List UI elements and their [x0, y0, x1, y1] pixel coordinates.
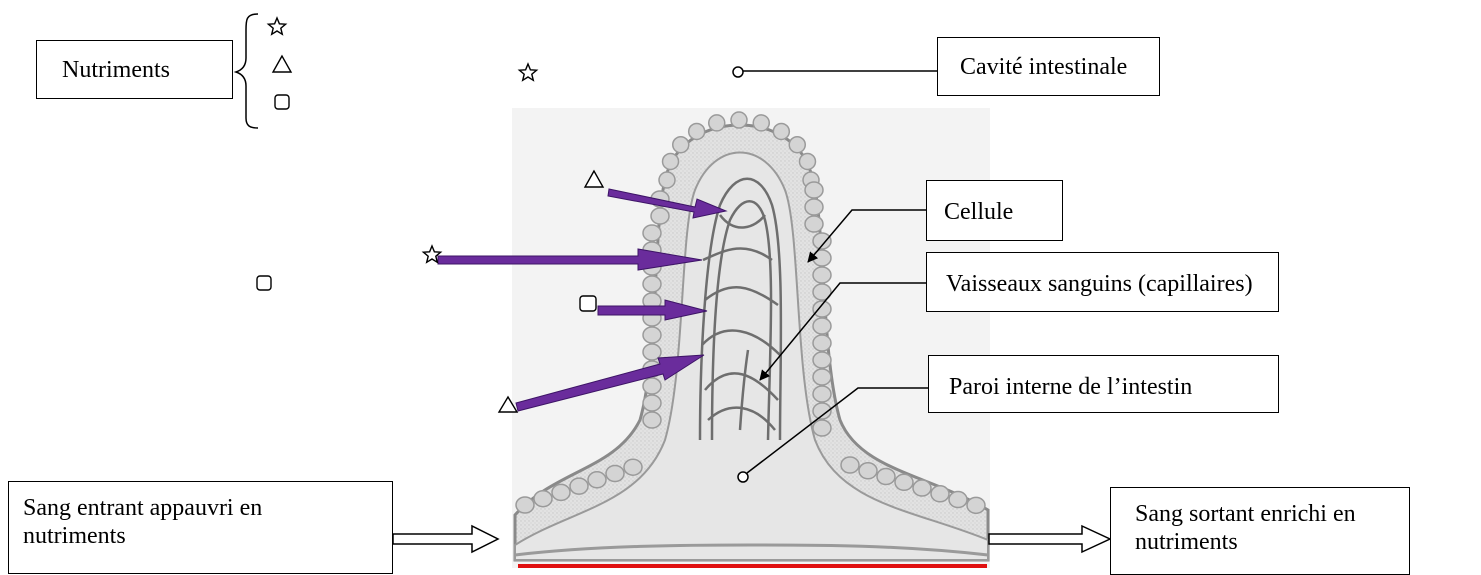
cavite-label-box: Cavité intestinale [937, 37, 1160, 96]
nutriments-label-box: Nutriments [36, 40, 233, 99]
epithelial-cell [516, 497, 534, 513]
epithelial-cell [895, 474, 913, 490]
nutriments-label: Nutriments [62, 56, 232, 84]
vaisseaux-label-box: Vaisseaux sanguins (capillaires) [926, 252, 1279, 312]
epithelial-cell [841, 457, 859, 473]
sang-entrant-box: Sang entrant appauvri en nutriments [8, 481, 393, 574]
cavite-pointer-dot [733, 67, 743, 77]
epithelial-cell [709, 115, 725, 131]
square-icon [275, 95, 289, 109]
epithelial-cell [643, 412, 661, 428]
paroi-label: Paroi interne de l’intestin [949, 373, 1278, 401]
epithelial-cell [859, 463, 877, 479]
epithelial-cell [643, 327, 661, 343]
cellule-label-box: Cellule [926, 180, 1063, 241]
epithelial-cell [659, 172, 675, 188]
epithelial-cell [913, 480, 931, 496]
epithelial-cell [813, 301, 831, 317]
epithelial-cell [624, 459, 642, 475]
epithelial-cell [789, 137, 805, 153]
blood-out-arrow [989, 526, 1110, 552]
epithelial-cell [813, 335, 831, 351]
sang-entrant-line2: nutriments [23, 522, 392, 550]
epithelial-cell [689, 123, 705, 139]
epithelial-cell [651, 208, 669, 224]
vaisseaux-label: Vaisseaux sanguins (capillaires) [946, 270, 1278, 298]
epithelial-cell [673, 137, 689, 153]
sang-sortant-line2: nutriments [1135, 528, 1409, 556]
legend-brace [236, 14, 258, 128]
epithelial-cell [731, 112, 747, 128]
epithelial-cell [805, 216, 823, 232]
epithelial-cell [967, 497, 985, 513]
epithelial-cell [552, 484, 570, 500]
cavite-label: Cavité intestinale [960, 53, 1159, 81]
epithelial-cell [643, 378, 661, 394]
epithelial-cell [813, 369, 831, 385]
epithelial-cell [570, 478, 588, 494]
epithelial-cell [663, 153, 679, 169]
epithelial-cell [805, 199, 823, 215]
star-icon [519, 64, 536, 80]
epithelial-cell [813, 267, 831, 283]
cellule-label: Cellule [944, 198, 1062, 226]
sang-sortant-line1: Sang sortant enrichi en [1135, 500, 1409, 528]
epithelial-cell [813, 386, 831, 402]
blood-in-arrow [393, 526, 498, 552]
epithelial-cell [643, 276, 661, 292]
epithelial-cell [643, 395, 661, 411]
epithelial-cell [813, 420, 831, 436]
epithelial-cell [606, 466, 624, 482]
epithelial-cell [753, 115, 769, 131]
sang-sortant-box: Sang sortant enrichi en nutriments [1110, 487, 1410, 575]
paroi-label-box: Paroi interne de l’intestin [928, 355, 1279, 413]
epithelial-cell [813, 318, 831, 334]
square-icon [257, 276, 271, 290]
paroi-pointer-dot [738, 472, 748, 482]
epithelial-cell [773, 123, 789, 139]
epithelial-cell [949, 492, 967, 508]
sang-entrant-line1: Sang entrant appauvri en [23, 494, 392, 522]
epithelial-cell [805, 182, 823, 198]
epithelial-cell [813, 352, 831, 368]
triangle-icon [273, 56, 291, 72]
epithelial-cell [931, 486, 949, 502]
epithelial-cell [534, 491, 552, 507]
star-icon [268, 18, 285, 34]
epithelial-cell [643, 225, 661, 241]
epithelial-cell [588, 472, 606, 488]
square-icon [580, 296, 596, 311]
epithelial-cell [799, 153, 815, 169]
epithelial-cell [877, 469, 895, 485]
